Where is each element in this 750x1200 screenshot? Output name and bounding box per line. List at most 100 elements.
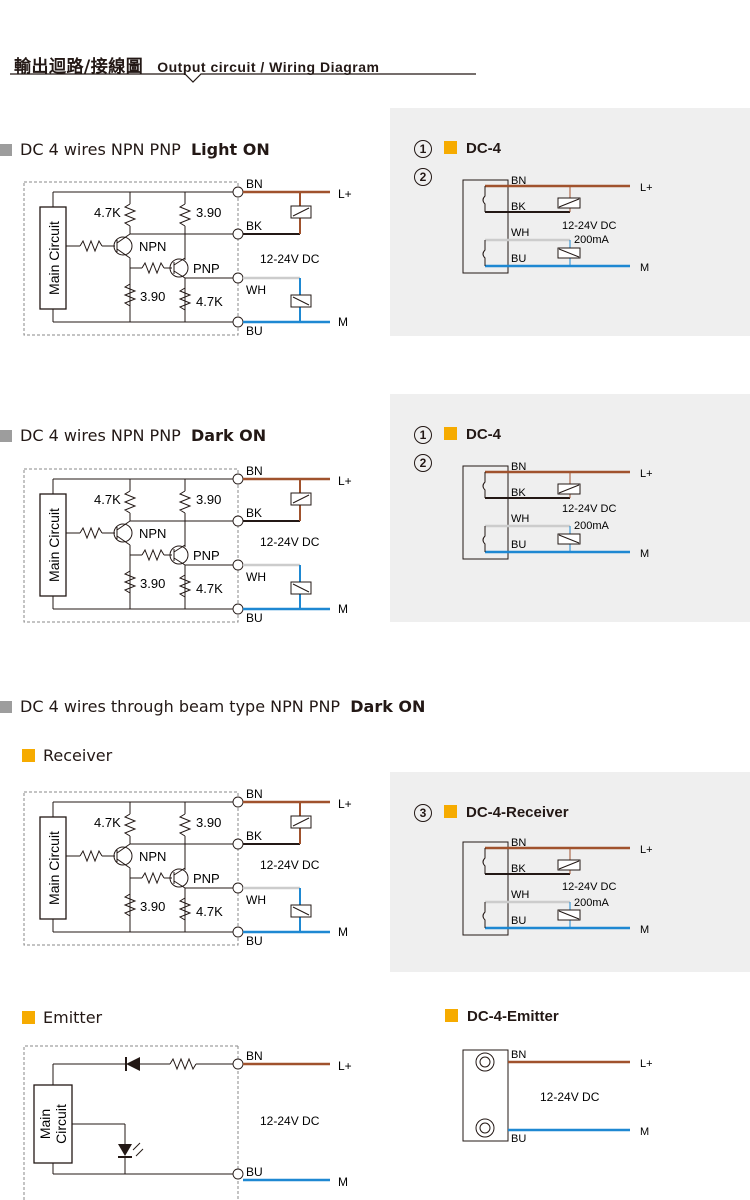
svg-text:200mA: 200mA xyxy=(574,520,610,532)
svg-text:M: M xyxy=(338,925,348,939)
circled-number-2: 2 xyxy=(414,168,432,186)
title-underline xyxy=(10,73,476,83)
pnp-label: PNP xyxy=(193,261,220,276)
resistor-value-bottom-left: 3.90 xyxy=(140,289,165,304)
svg-text:BK: BK xyxy=(246,829,262,843)
yellow-square-icon xyxy=(444,805,457,818)
connector-2-label: 2 xyxy=(414,168,444,186)
svg-text:WH: WH xyxy=(246,893,266,907)
svg-text:12-24V DC: 12-24V DC xyxy=(562,881,616,893)
connector-emitter-label: DC-4-Emitter xyxy=(445,1008,559,1025)
svg-text:4.7K: 4.7K xyxy=(196,904,223,919)
svg-text:L+: L+ xyxy=(640,1058,653,1070)
svg-text:PNP: PNP xyxy=(193,548,220,563)
svg-text:M: M xyxy=(338,315,348,329)
wiring-diagram-dc4-dark-on: BN BK WH BU 12-24V DC 200mA L+ M xyxy=(462,461,653,560)
circled-number-1: 1 xyxy=(414,140,432,158)
svg-text:3.90: 3.90 xyxy=(196,492,221,507)
gray-square-icon xyxy=(0,430,12,442)
receiver-subheading: Receiver xyxy=(22,746,112,765)
svg-text:WH: WH xyxy=(511,889,529,901)
diode-icon xyxy=(126,1057,140,1071)
section-light-on-heading: DC 4 wires NPN PNP Light ON xyxy=(0,140,270,159)
wiring-diagram-dc4-receiver: BN BK WH BU 12-24V DC 200mA L+ M xyxy=(462,837,653,936)
svg-text:BK: BK xyxy=(511,863,526,875)
svg-text:BN: BN xyxy=(246,787,263,801)
svg-text:Main: Main xyxy=(37,1109,53,1139)
svg-text:BN: BN xyxy=(246,177,263,191)
yellow-square-icon xyxy=(22,749,35,762)
svg-text:12-24V DC: 12-24V DC xyxy=(260,252,320,266)
svg-text:PNP: PNP xyxy=(193,871,220,886)
svg-text:WH: WH xyxy=(246,570,266,584)
circuit-diagram-dark-on: Main Circuit 4.7K 3.90 NPN PNP 3.90 4.7K… xyxy=(23,464,352,625)
svg-text:12-24V DC: 12-24V DC xyxy=(260,535,320,549)
circled-number-3: 3 xyxy=(414,804,432,822)
svg-text:3.90: 3.90 xyxy=(140,899,165,914)
svg-text:BN: BN xyxy=(511,461,526,473)
svg-text:M: M xyxy=(640,548,649,560)
resistor-value-top-left: 4.7K xyxy=(94,205,121,220)
svg-text:12-24V DC: 12-24V DC xyxy=(260,1114,320,1128)
section-through-beam-heading: DC 4 wires through beam type NPN PNP Dar… xyxy=(0,697,425,716)
circuit-diagram-emitter: Main Circuit BN BU 12-24V DC L+ M xyxy=(23,1045,352,1200)
svg-text:12-24V DC: 12-24V DC xyxy=(260,858,320,872)
svg-text:BK: BK xyxy=(246,506,262,520)
svg-text:NPN: NPN xyxy=(139,526,166,541)
svg-text:L+: L+ xyxy=(338,1059,352,1073)
wiring-diagram-dc4-emitter: BN BU 12-24V DC L+ M xyxy=(462,1049,653,1145)
npn-transistor-icon xyxy=(113,236,133,256)
yellow-square-icon xyxy=(445,1009,458,1022)
circuit-diagram-light-on: Main Circuit 4.7K 3.90 NPN PNP 3.90 4.7K… xyxy=(23,177,352,338)
svg-text:Main Circuit: Main Circuit xyxy=(46,508,62,582)
emitter-subheading: Emitter xyxy=(22,1008,102,1027)
svg-text:M: M xyxy=(640,262,649,274)
svg-text:BU: BU xyxy=(246,324,263,338)
yellow-square-icon xyxy=(444,427,457,440)
svg-text:WH: WH xyxy=(246,283,266,297)
svg-text:BU: BU xyxy=(246,611,263,625)
pnp-transistor-icon xyxy=(169,258,189,278)
resistor-value-top-right: 3.90 xyxy=(196,205,221,220)
svg-text:4.7K: 4.7K xyxy=(94,492,121,507)
svg-text:M: M xyxy=(640,924,649,936)
svg-text:BN: BN xyxy=(246,1049,263,1063)
main-circuit-label: Main Circuit xyxy=(46,221,62,295)
svg-text:BU: BU xyxy=(511,253,526,265)
circled-number-2: 2 xyxy=(414,454,432,472)
page-title-en: Output circuit / Wiring Diagram xyxy=(157,59,380,75)
svg-text:BU: BU xyxy=(246,934,263,948)
svg-text:BU: BU xyxy=(511,915,526,927)
gray-square-icon xyxy=(0,701,12,713)
resistor-value-bottom-right: 4.7K xyxy=(196,294,223,309)
svg-text:200mA: 200mA xyxy=(574,234,610,246)
svg-text:NPN: NPN xyxy=(139,849,166,864)
svg-text:BN: BN xyxy=(511,175,526,187)
circuit-diagram-receiver: Main Circuit 4.7K 3.90 NPN PNP 3.90 4.7K… xyxy=(23,787,352,948)
svg-text:BK: BK xyxy=(511,487,526,499)
svg-text:BU: BU xyxy=(511,1133,526,1145)
svg-text:L+: L+ xyxy=(640,468,653,480)
gray-square-icon xyxy=(0,144,12,156)
section-dark-on-heading: DC 4 wires NPN PNP Dark ON xyxy=(0,426,266,445)
svg-text:L+: L+ xyxy=(640,844,653,856)
yellow-square-icon xyxy=(444,141,457,154)
svg-text:3.90: 3.90 xyxy=(140,576,165,591)
svg-text:M: M xyxy=(338,1175,348,1189)
svg-text:BU: BU xyxy=(246,1165,263,1179)
svg-text:M: M xyxy=(338,602,348,616)
npn-label: NPN xyxy=(139,239,166,254)
svg-text:200mA: 200mA xyxy=(574,897,610,909)
svg-text:L+: L+ xyxy=(338,474,352,488)
svg-text:L+: L+ xyxy=(338,797,352,811)
svg-text:BK: BK xyxy=(511,201,526,213)
svg-text:WH: WH xyxy=(511,227,529,239)
svg-text:Main Circuit: Main Circuit xyxy=(46,831,62,905)
svg-text:Circuit: Circuit xyxy=(53,1104,69,1144)
svg-text:4.7K: 4.7K xyxy=(94,815,121,830)
main-circuit-box xyxy=(39,206,67,310)
